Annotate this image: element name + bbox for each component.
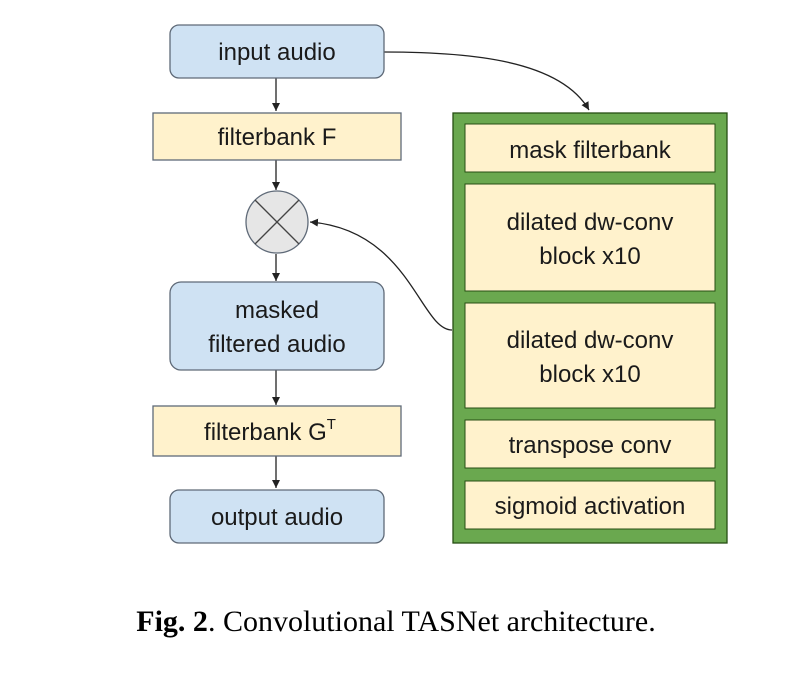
filterbank-g-superscript: T xyxy=(327,416,336,433)
multiply-node xyxy=(245,190,309,254)
dwconv-block-2-line2: block x10 xyxy=(539,361,640,388)
mask-estimation-block: mask filterbank dilated dw-conv block x1… xyxy=(452,112,728,544)
masked-label-line2: filtered audio xyxy=(208,331,345,358)
input-audio-label: input audio xyxy=(218,39,335,66)
dwconv-block-1-line2: block x10 xyxy=(539,243,640,270)
sigmoid-activation-label: sigmoid activation xyxy=(495,493,686,520)
arrow-mask-to-multiply xyxy=(309,218,453,331)
filterbank-g-label: filterbank GT xyxy=(204,416,336,446)
caption-label: Fig. 2 xyxy=(136,605,208,638)
transpose-conv-box xyxy=(464,419,716,469)
dwconv-block-2-line1: dilated dw-conv xyxy=(507,327,674,354)
sigmoid-activation-box xyxy=(464,480,716,530)
dwconv-block-1-box xyxy=(464,183,716,292)
mask-filterbank-box xyxy=(464,123,716,173)
architecture-diagram: input audio filterbank F masked filtered… xyxy=(152,24,728,544)
figure-caption: Fig. 2. Convolutional TASNet architectur… xyxy=(0,605,792,639)
filterbank-g-main: filterbank G xyxy=(204,419,327,446)
filterbank-f-node: filterbank F xyxy=(152,112,402,161)
output-audio-label: output audio xyxy=(211,504,343,531)
arrow-input-to-mask-block xyxy=(383,51,590,111)
transpose-conv-label: transpose conv xyxy=(509,432,672,459)
dwconv-block-2-box xyxy=(464,302,716,409)
caption-text: . Convolutional TASNet architecture. xyxy=(207,605,656,638)
dwconv-block-1-line1: dilated dw-conv xyxy=(507,209,674,236)
masked-label-line1: masked xyxy=(235,297,319,324)
output-audio-node: output audio xyxy=(169,489,385,544)
filterbank-f-label: filterbank F xyxy=(218,124,337,151)
mask-filterbank-label: mask filterbank xyxy=(509,137,671,164)
filterbank-g-node: filterbank GT xyxy=(152,405,402,457)
input-audio-node: input audio xyxy=(169,24,385,79)
masked-filtered-audio-node: masked filtered audio xyxy=(169,281,385,371)
